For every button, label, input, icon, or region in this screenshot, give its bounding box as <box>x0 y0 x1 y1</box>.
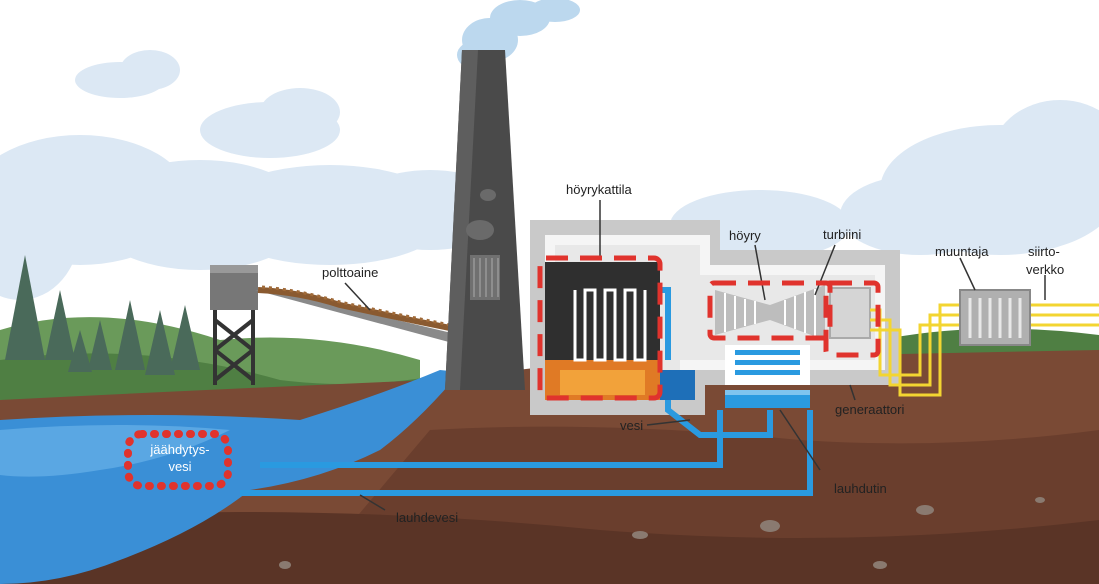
label-generator: generaattori <box>835 402 905 417</box>
label-turbine: turbiini <box>823 227 862 242</box>
label-grid-line2: verkko <box>1026 262 1065 277</box>
boiler-highlight <box>537 255 663 401</box>
turbine-highlight <box>707 280 833 341</box>
condenser <box>725 345 810 408</box>
label-grid-line1: siirto- <box>1028 244 1060 259</box>
cooling-water-highlight <box>124 430 232 490</box>
label-condenser: lauhdutin <box>834 481 887 496</box>
water-pipes <box>240 287 813 496</box>
transformer <box>959 289 1031 346</box>
turbine <box>715 285 871 340</box>
label-steam-boiler: höyrykattila <box>566 182 632 197</box>
stones <box>279 497 1045 569</box>
fuel-conveyor <box>255 285 461 345</box>
label-steam: höyry <box>729 228 761 243</box>
chimney <box>445 50 525 390</box>
clouds <box>0 50 1099 300</box>
trees <box>5 255 200 375</box>
pump <box>660 370 695 400</box>
label-transformer: muuntaja <box>935 244 989 259</box>
label-leaders <box>344 200 1046 511</box>
label-cooling-water-line1: jäähdytys- <box>150 442 210 457</box>
label-condensing-water: lauhdevesi <box>396 510 459 525</box>
boiler <box>545 262 660 400</box>
generator-highlight <box>823 280 881 358</box>
label-fuel: polttoaine <box>322 265 379 280</box>
water-tower <box>210 265 258 385</box>
power-lines <box>870 303 1099 397</box>
label-cooling-water-line2: vesi <box>168 459 192 474</box>
highlight-annotations <box>124 255 881 490</box>
label-water: vesi <box>620 418 644 433</box>
